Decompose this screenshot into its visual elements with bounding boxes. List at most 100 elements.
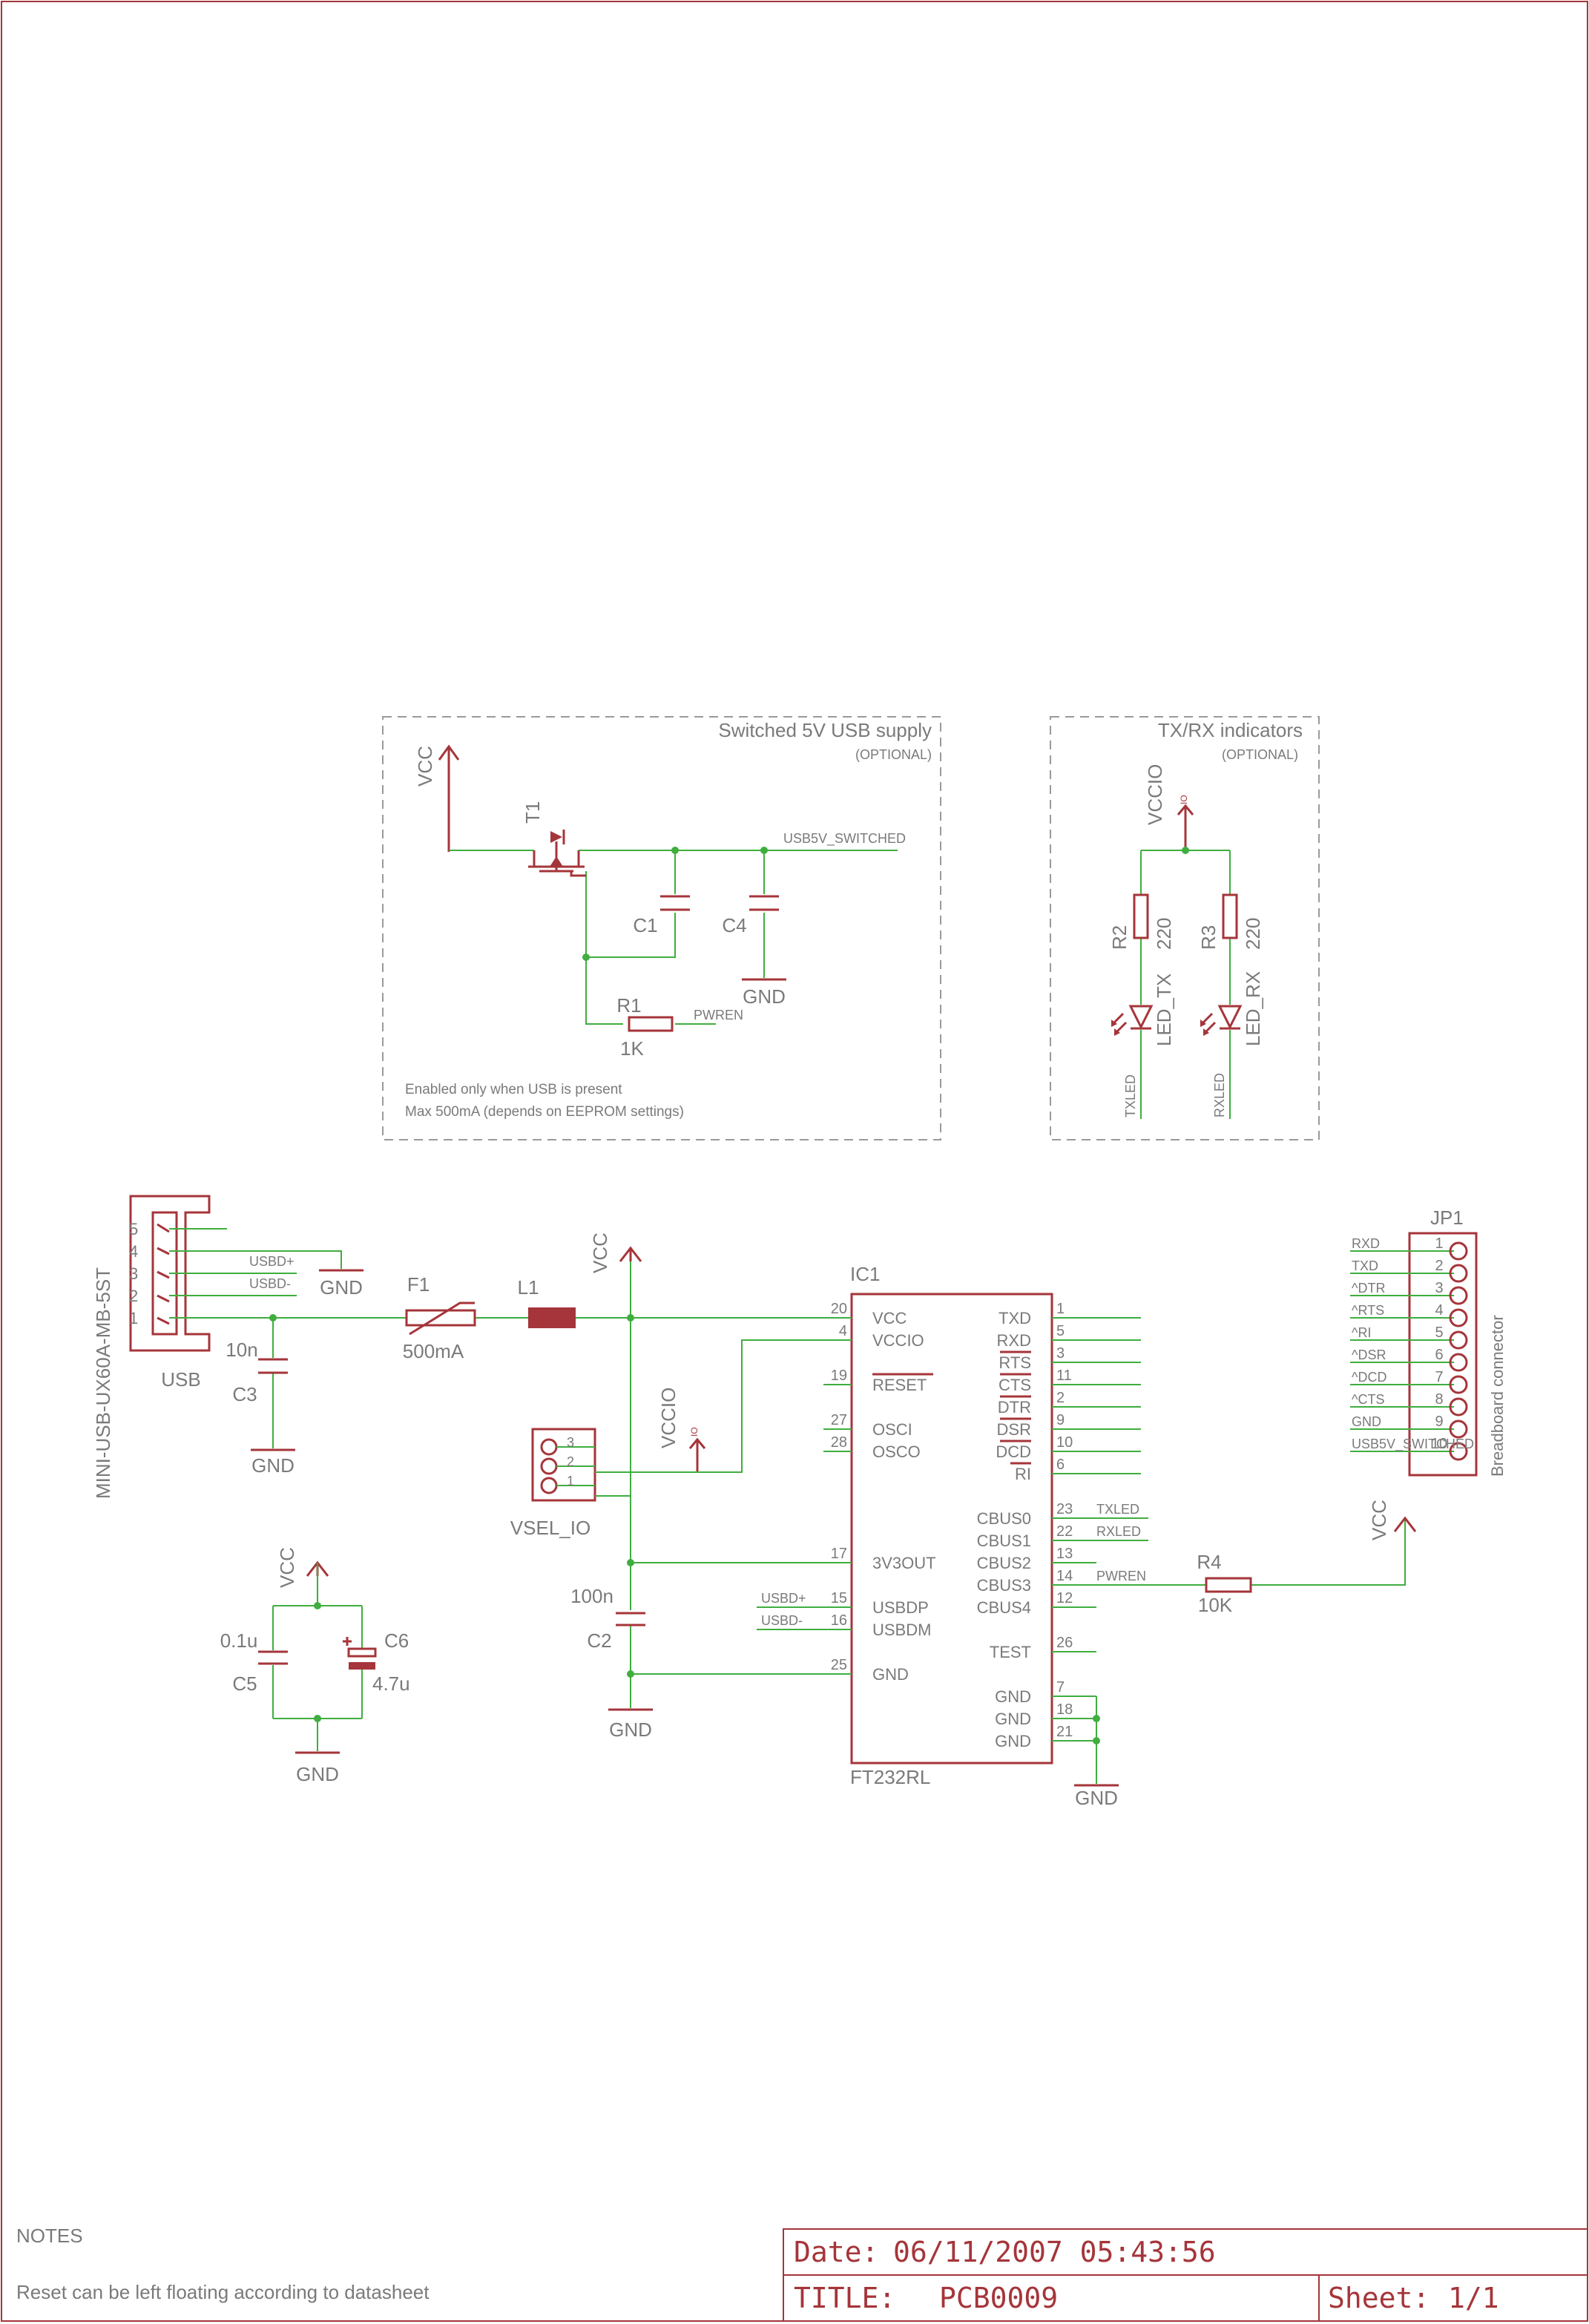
ic1-signal-cbus1: CBUS1 bbox=[977, 1532, 1031, 1550]
jp1-pin-circle-7 bbox=[1449, 1375, 1468, 1394]
rxled-net: RXLED bbox=[1212, 1073, 1227, 1117]
ic1-pin-number-19: 19 bbox=[831, 1368, 847, 1384]
supply-group-border bbox=[382, 716, 941, 1140]
ic1-signal-vcc: VCC bbox=[872, 1309, 907, 1327]
ic1-signal-dsr: DSR bbox=[997, 1420, 1031, 1439]
junction-dot bbox=[1182, 847, 1189, 854]
jp1-pin-circle-5 bbox=[1449, 1330, 1468, 1350]
indicators-optional: (OPTIONAL) bbox=[1222, 747, 1298, 762]
c1-capacitor bbox=[660, 895, 690, 911]
ic1-signal-reset: RESET bbox=[872, 1376, 927, 1394]
indicators-group-border bbox=[1050, 716, 1320, 1140]
ic1-pin-number-5: 5 bbox=[1056, 1323, 1065, 1339]
c6-electrolytic-capacitor bbox=[343, 1637, 377, 1670]
sheet-label: Sheet: bbox=[1328, 2282, 1430, 2314]
jp1-pin-circle-9 bbox=[1449, 1419, 1468, 1439]
decoupling-gnd-label: GND bbox=[296, 1763, 339, 1785]
jp1-pin-number-4: 4 bbox=[1435, 1302, 1443, 1319]
junction-dot bbox=[269, 1314, 277, 1322]
input-vcc-label: VCC bbox=[589, 1232, 611, 1273]
junction-dot bbox=[314, 1715, 321, 1722]
ic1-pin-number-9: 9 bbox=[1056, 1412, 1065, 1428]
supply-vcc-label: VCC bbox=[414, 746, 436, 787]
supply-title: Switched 5V USB supply bbox=[718, 719, 932, 741]
led-tx-label: LED_TX bbox=[1153, 974, 1175, 1046]
jp1-pin-number-5: 5 bbox=[1435, 1325, 1443, 1341]
vsel-wires bbox=[556, 1339, 823, 1497]
ic1-pin-number-20: 20 bbox=[831, 1301, 847, 1317]
r4-value: 10K bbox=[1198, 1594, 1233, 1616]
ic1-signal-usbdm: USBDM bbox=[872, 1621, 931, 1639]
ic1-pin-number-4: 4 bbox=[839, 1323, 847, 1339]
ic1-pin-number-2: 2 bbox=[1056, 1390, 1065, 1406]
usb-part-label: MINI-USB-UX60A-MB-5ST bbox=[92, 1267, 114, 1499]
jp1-net-10: USB5V_SWITCHED bbox=[1352, 1437, 1474, 1452]
c6-value: 4.7u bbox=[372, 1673, 410, 1695]
vsel-vccio-label: VCCIO bbox=[657, 1388, 680, 1448]
jp1-pin-number-9: 9 bbox=[1435, 1414, 1443, 1430]
ic1-signal-cts: CTS bbox=[999, 1376, 1031, 1394]
r3-label: R3 bbox=[1197, 925, 1220, 950]
ic1-signal-dcd: DCD bbox=[996, 1442, 1031, 1461]
ic1-part: FT232RL bbox=[850, 1766, 930, 1788]
ic1-signal-gnd: GND bbox=[872, 1665, 909, 1684]
ic1-signal-rxd: RXD bbox=[997, 1331, 1031, 1350]
supply-pwren-net: PWREN bbox=[694, 1008, 743, 1023]
indicators-group: TX/RX indicators (OPTIONAL) VCCIO IO R2 … bbox=[1050, 716, 1320, 1140]
supply-usb5v-net: USB5V_SWITCHED bbox=[783, 831, 906, 847]
jp1-net-1: RXD bbox=[1352, 1236, 1380, 1251]
indicators-title: TX/RX indicators bbox=[1158, 719, 1303, 741]
notes-text: Reset can be left floating according to … bbox=[16, 2281, 430, 2303]
usb-pin-1: 1 bbox=[129, 1309, 138, 1327]
ic1-pin-number-13: 13 bbox=[1056, 1546, 1073, 1562]
junction-dot bbox=[314, 1602, 321, 1609]
ic1-signal-test: TEST bbox=[990, 1643, 1031, 1661]
c3-label: C3 bbox=[232, 1383, 257, 1405]
vsel-io-label: IO bbox=[689, 1427, 700, 1437]
c6-label: C6 bbox=[384, 1629, 409, 1652]
ic1-pin-number-16: 16 bbox=[831, 1612, 847, 1629]
jp1-net-7: ^DCD bbox=[1352, 1370, 1386, 1385]
c5-label: C5 bbox=[232, 1673, 257, 1695]
usb-usbdm-net: USBD- bbox=[249, 1276, 291, 1291]
ic1-signal-3v3out: 3V3OUT bbox=[872, 1554, 936, 1572]
ic1-signal-cbus3: CBUS3 bbox=[977, 1576, 1031, 1595]
l1-inductor bbox=[528, 1307, 576, 1328]
led-rx-label: LED_RX bbox=[1242, 971, 1264, 1046]
usb-pin-5: 5 bbox=[129, 1220, 138, 1238]
jp1-pin-circle-10 bbox=[1449, 1442, 1468, 1461]
title-block bbox=[783, 2228, 1588, 2322]
ic1-signal-cbus4: CBUS4 bbox=[977, 1598, 1031, 1617]
r3-value: 220 bbox=[1242, 918, 1264, 950]
ic1-signal-ri: RI bbox=[1015, 1465, 1031, 1483]
c4-capacitor bbox=[749, 895, 779, 911]
ic1-pin-number-22: 22 bbox=[1056, 1523, 1073, 1540]
jp1-net-3: ^DTR bbox=[1352, 1281, 1385, 1296]
ic1-pin-number-25: 25 bbox=[831, 1657, 847, 1673]
ic1-net-pwren: PWREN bbox=[1096, 1569, 1146, 1583]
ic1-gnd-label: GND bbox=[1075, 1787, 1118, 1809]
jp1-pin-circle-1 bbox=[1449, 1241, 1468, 1261]
vsel-jumper bbox=[531, 1428, 596, 1502]
vsel-pin-3: 3 bbox=[567, 1435, 574, 1450]
jp1-pin-number-7: 7 bbox=[1435, 1369, 1443, 1385]
jp1-pin-circle-6 bbox=[1449, 1353, 1468, 1372]
jp1-pin-number-6: 6 bbox=[1435, 1347, 1443, 1363]
c2-value: 100n bbox=[570, 1585, 613, 1607]
r4-vcc-arrow bbox=[1393, 1516, 1417, 1532]
txled-net: TXLED bbox=[1123, 1074, 1138, 1117]
ic1-pin-number-14: 14 bbox=[1056, 1568, 1073, 1584]
jp1-net-4: ^RTS bbox=[1352, 1303, 1384, 1318]
indicators-vccio-arrow bbox=[1177, 804, 1194, 850]
supply-vcc-arrow bbox=[438, 744, 460, 852]
ic1-pin-number-18: 18 bbox=[1056, 1701, 1073, 1718]
supply-optional: (OPTIONAL) bbox=[855, 747, 932, 762]
c5-capacitor bbox=[258, 1650, 288, 1665]
c4-label: C4 bbox=[722, 914, 746, 936]
jp1-name: JP1 bbox=[1430, 1207, 1464, 1229]
jp1-pin-circle-8 bbox=[1449, 1397, 1468, 1417]
jp1-net-2: TXD bbox=[1352, 1258, 1378, 1273]
title-label: TITLE: bbox=[794, 2282, 895, 2314]
ic1-signal-vccio: VCCIO bbox=[872, 1331, 924, 1350]
